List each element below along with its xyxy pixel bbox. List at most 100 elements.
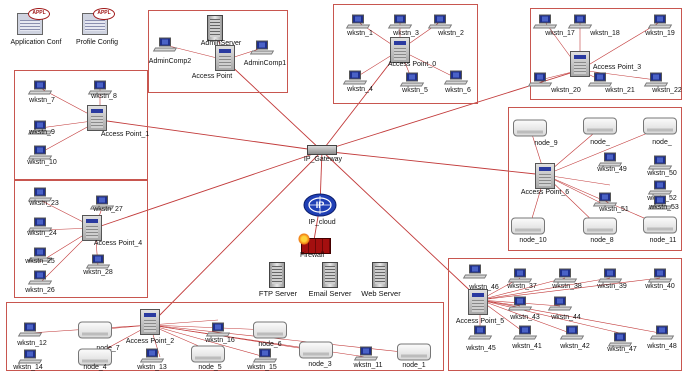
access-point-3-icon[interactable] (570, 51, 590, 77)
wkstn-27-label: wkstn_27 (93, 206, 123, 213)
node-8-icon[interactable] (583, 217, 617, 235)
wkstn-18-icon[interactable] (567, 14, 593, 30)
wkstn-48-label: wkstn_48 (647, 343, 677, 350)
wkstn-50-icon[interactable] (647, 155, 673, 171)
wkstn-26-icon[interactable] (27, 270, 53, 286)
wkstn-24-icon[interactable] (27, 217, 53, 233)
wkstn-52-icon[interactable] (647, 180, 673, 196)
wkstn-45-icon[interactable] (467, 325, 493, 341)
wkstn-28-icon[interactable] (85, 254, 111, 270)
wkstn-39-label: wkstn_39 (597, 283, 627, 290)
access-point-6-label: Access Point_6 (520, 189, 570, 196)
admin-comp2-icon[interactable] (152, 37, 178, 53)
wkstn-16-icon[interactable] (205, 322, 231, 338)
wkstn-4-icon[interactable] (342, 70, 368, 86)
wkstn-20-icon[interactable] (527, 72, 553, 88)
admin-comp2-label: AdminComp2 (148, 58, 192, 65)
wkstn-48-icon[interactable] (649, 325, 675, 341)
wkstn-3-icon[interactable] (387, 14, 413, 30)
ip-cloud-icon[interactable]: IP (302, 192, 338, 218)
wkstn-43-icon[interactable] (507, 296, 533, 312)
wkstn-7-icon[interactable] (27, 80, 53, 96)
wkstn-15-icon[interactable] (252, 348, 278, 364)
email-server-icon[interactable] (322, 262, 338, 288)
admin-server-icon[interactable] (207, 15, 223, 41)
wkstn-14-icon[interactable] (17, 349, 43, 365)
wkstn-51-label: wkstn_51 (599, 206, 629, 213)
wkstn-47-icon[interactable] (607, 332, 633, 348)
node-4-icon[interactable] (78, 348, 112, 366)
wkstn-38-icon[interactable] (552, 268, 578, 284)
access-point-5-icon[interactable] (468, 289, 488, 315)
wkstn-23-icon[interactable] (27, 187, 53, 203)
wkstn-50-label: wkstn_50 (647, 170, 677, 177)
node-4-label: node_4 (83, 364, 107, 371)
wkstn-22-icon[interactable] (643, 72, 669, 88)
wkstn-27-icon[interactable] (89, 195, 115, 211)
wkstn-2-icon[interactable] (427, 14, 453, 30)
access-point-3-label: Access Point_3 (592, 64, 642, 71)
wkstn-47-label: wkstn_47 (607, 346, 637, 353)
wkstn-17-icon[interactable] (532, 14, 558, 30)
node-a-icon[interactable] (583, 117, 617, 135)
access-point-6-icon[interactable] (535, 163, 555, 189)
profile-config-icon[interactable]: APPL (82, 8, 115, 35)
wkstn-10-icon[interactable] (27, 145, 53, 161)
admin-access-point-icon[interactable] (215, 45, 235, 71)
wkstn-39-icon[interactable] (597, 268, 623, 284)
admin-comp1-label: AdminComp1 (243, 60, 287, 67)
node-8-label: node_8 (590, 237, 614, 244)
access-point-1-icon[interactable] (87, 105, 107, 131)
access-point-5-label: Access Point_5 (455, 318, 505, 325)
wkstn-46-icon[interactable] (462, 264, 488, 280)
node-5-icon[interactable] (191, 345, 225, 363)
wkstn-21-icon[interactable] (587, 72, 613, 88)
access-point-4-icon[interactable] (82, 215, 102, 241)
wkstn-53-icon[interactable] (647, 195, 673, 211)
node-7-icon[interactable] (78, 321, 112, 339)
wkstn-25-icon[interactable] (27, 247, 53, 263)
wkstn-40-icon[interactable] (647, 268, 673, 284)
wkstn-49-icon[interactable] (597, 152, 623, 168)
access-point-2-icon[interactable] (140, 309, 160, 335)
wkstn-9-icon[interactable] (27, 120, 53, 136)
wkstn-19-label: wkstn_19 (645, 30, 675, 37)
node-b-icon[interactable] (643, 117, 677, 135)
badge-appl: APPL (28, 8, 50, 20)
wkstn-1-icon[interactable] (345, 14, 371, 30)
application-config-icon[interactable]: APPL (17, 8, 50, 35)
wkstn-6-icon[interactable] (443, 70, 469, 86)
wkstn-37-icon[interactable] (507, 268, 533, 284)
node-10-icon[interactable] (511, 217, 545, 235)
firewall-icon[interactable] (298, 233, 331, 254)
wkstn-22-label: wkstn_22 (652, 87, 682, 94)
wkstn-11-icon[interactable] (353, 346, 379, 362)
wkstn-44-icon[interactable] (547, 296, 573, 312)
wkstn-16-label: wkstn_16 (205, 337, 235, 344)
wkstn-5-label: wkstn_5 (402, 87, 428, 94)
node-1-icon[interactable] (397, 343, 431, 361)
admin-comp1-icon[interactable] (249, 40, 275, 56)
wkstn-19-icon[interactable] (647, 14, 673, 30)
node-3-icon[interactable] (299, 341, 333, 359)
wkstn-8-icon[interactable] (87, 80, 113, 96)
access-point-0-icon[interactable] (390, 37, 410, 63)
wkstn-5-icon[interactable] (399, 72, 425, 88)
wkstn-12-icon[interactable] (17, 322, 43, 338)
web-server-label: Web Server (361, 289, 401, 298)
wkstn-41-icon[interactable] (512, 325, 538, 341)
ftp-server-icon[interactable] (269, 262, 285, 288)
wkstn-24-label: wkstn_24 (27, 230, 57, 237)
wkstn-4-label: wkstn_4 (347, 86, 373, 93)
ip-gateway-icon[interactable] (307, 145, 337, 155)
web-server-icon[interactable] (372, 262, 388, 288)
wkstn-42-icon[interactable] (559, 325, 585, 341)
wkstn-46-label: wkstn_46 (469, 284, 499, 291)
wkstn-13-icon[interactable] (139, 348, 165, 364)
wkstn-6-label: wkstn_6 (445, 87, 471, 94)
wkstn-51-icon[interactable] (592, 192, 618, 208)
wkstn-1-label: wkstn_1 (347, 30, 373, 37)
node-11-icon[interactable] (643, 216, 677, 234)
node-6-icon[interactable] (253, 321, 287, 339)
node-9-icon[interactable] (513, 119, 547, 137)
